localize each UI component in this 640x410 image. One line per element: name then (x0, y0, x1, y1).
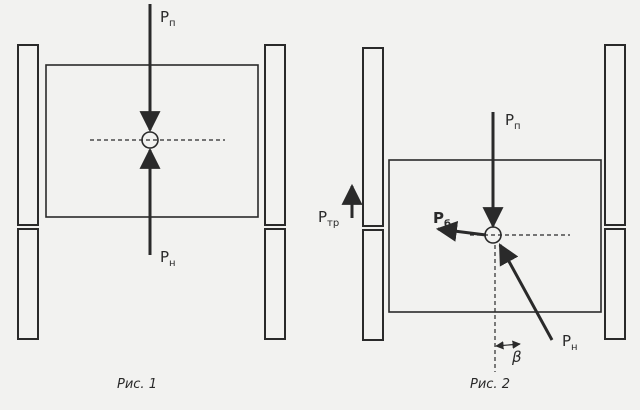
fig2-caption: Рис. 2 (470, 377, 510, 392)
fig2-force-side-arrow (435, 220, 487, 242)
fig1-left-rail-top (17, 44, 39, 226)
fig1-force-top-label: Pп (160, 8, 176, 29)
fig1-right-rail-top (264, 44, 286, 226)
fig1-left-rail-bottom (17, 228, 39, 340)
fig2-force-top-label: Pп (505, 111, 521, 132)
figure-2: Pп Pб Pтр Pн β Рис. 2 (318, 44, 626, 392)
fig2-left-rail-top (362, 47, 384, 227)
fig2-right-rail-top (604, 44, 626, 226)
fig2-force-friction-label: Pтр (318, 208, 339, 229)
fig2-force-normal-arrow (498, 243, 554, 341)
figure-1: Pп Pн Рис. 1 (17, 4, 286, 392)
fig2-right-rail-bottom (604, 228, 626, 340)
fig1-block (45, 64, 259, 218)
fig1-right-rail-bottom (264, 228, 286, 340)
fig2-left-rail-bottom (362, 229, 384, 341)
fig1-force-bottom-label: Pн (160, 248, 176, 269)
fig2-angle-label: β (511, 348, 522, 366)
fig2-force-side-label: Pб (433, 209, 451, 230)
fig2-force-normal-label: Pн (562, 332, 578, 353)
fig2-angle-dimension (495, 340, 521, 350)
fig1-caption: Рис. 1 (117, 377, 157, 392)
